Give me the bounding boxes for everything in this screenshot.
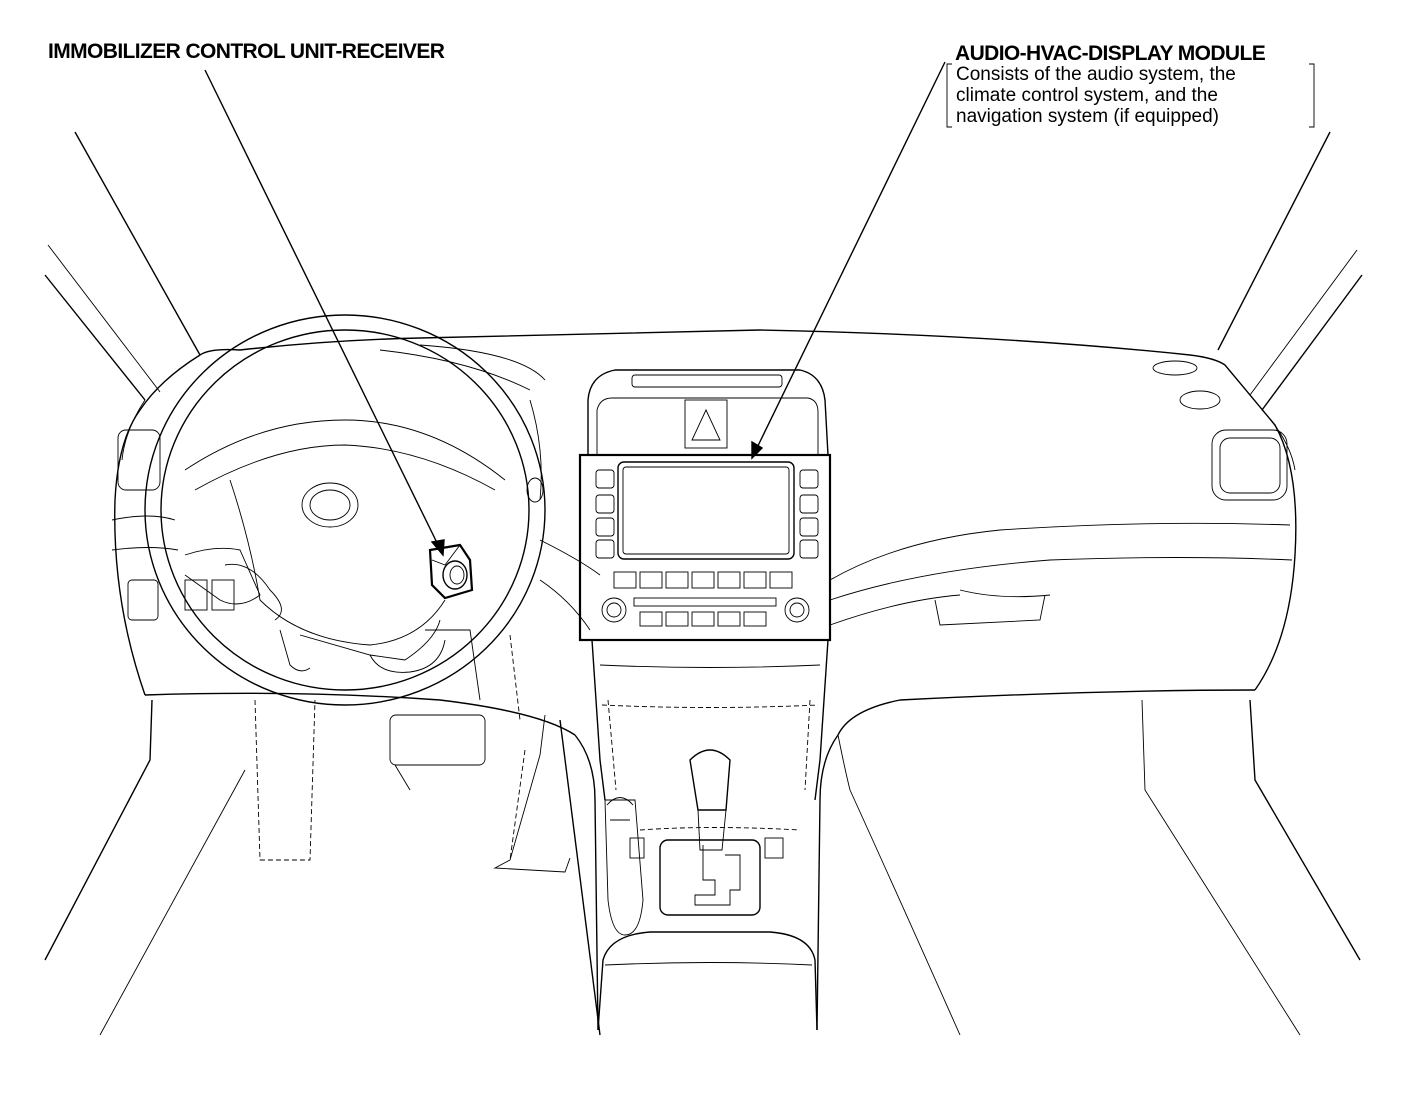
right-a-pillar	[1217, 131, 1363, 411]
audio-module-note: Consists of the audio system, the climat…	[956, 64, 1236, 127]
dashboard-outline	[111, 329, 1297, 736]
center-console	[574, 639, 839, 1031]
note-bracket-right	[1309, 63, 1315, 128]
immobilizer-leader-line	[204, 69, 444, 556]
immobilizer-label: IMMOBILIZER CONTROL UNIT-RECEIVER	[48, 40, 445, 63]
audio-module-arrow-icon	[751, 440, 764, 460]
note-line: Consists of the audio system, the	[956, 64, 1236, 85]
note-line: climate control system, and the	[956, 85, 1218, 106]
steering-wheel	[144, 314, 546, 706]
immobilizer-arrow-icon	[430, 539, 445, 557]
note-bracket-left	[946, 63, 952, 128]
note-line: navigation system (if equipped)	[956, 106, 1219, 127]
audio-module-label: AUDIO-HVAC-DISPLAY MODULE	[955, 42, 1266, 65]
floor-and-pedals	[44, 634, 1361, 1036]
center-stack	[578, 369, 832, 642]
immobilizer-unit	[428, 543, 474, 600]
audio-module-leader-line	[751, 61, 946, 459]
left-a-pillar	[44, 131, 201, 401]
